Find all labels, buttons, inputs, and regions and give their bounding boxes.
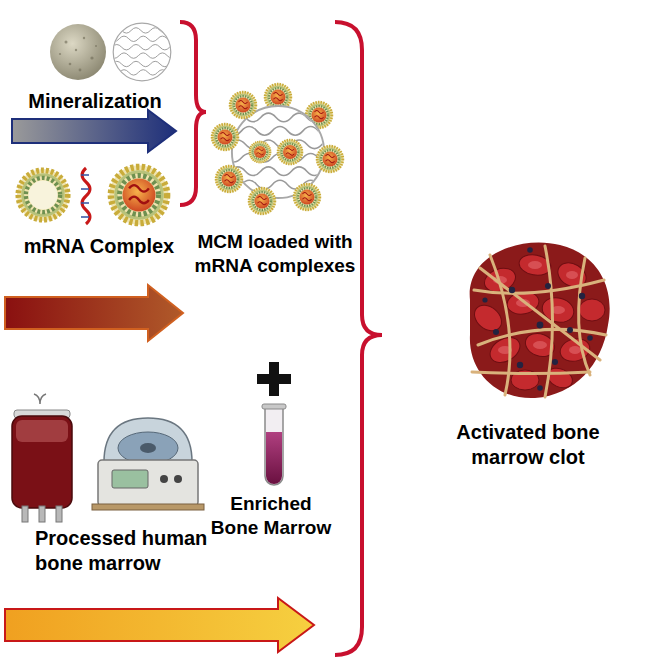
mrna-arrow <box>5 285 183 341</box>
mrna-strand <box>82 168 90 224</box>
result-label: Activated bone marrow clot <box>440 420 616 470</box>
step-label: mRNA Complex <box>6 234 192 259</box>
blood-bag <box>12 394 72 522</box>
bone-marrow-clot <box>469 242 609 398</box>
bone-marrow-arrow <box>5 598 314 652</box>
centrifuge <box>92 418 204 510</box>
step-label: Mineralization <box>8 89 182 114</box>
curly-bracket <box>335 22 382 655</box>
plus-sign <box>257 362 291 396</box>
product-label: MCM loaded with mRNA complexes <box>192 230 358 278</box>
step-label: Processed human bone marrow <box>35 526 245 576</box>
collagen-sphere <box>110 23 180 81</box>
test-tube <box>262 404 286 485</box>
curly-bracket <box>180 22 206 205</box>
mineralization-arrow <box>12 110 176 152</box>
mineral-sphere <box>50 24 106 80</box>
mcm-particle <box>212 84 344 215</box>
product-label: Enriched Bone Marrow <box>206 492 336 540</box>
mineral-spheres <box>50 23 179 81</box>
mrna-complex-parts <box>17 165 169 224</box>
loaded-liposome <box>109 165 168 224</box>
empty-liposome <box>17 169 69 221</box>
